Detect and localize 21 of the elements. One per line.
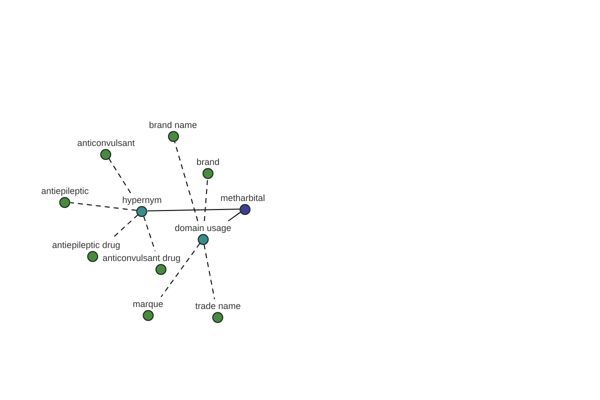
node-label: anticonvulsant drug (102, 252, 181, 264)
node-label: brand (196, 156, 220, 168)
dashed-connector-line (112, 214, 138, 238)
dashed-connector-line (160, 242, 200, 298)
node-label: antiepileptic (41, 186, 89, 196)
node-label: brand name (148, 120, 198, 130)
node-label: metharbital (220, 192, 266, 204)
node-label: anticonvulsant (77, 138, 135, 148)
node-label: antiepileptic drug (52, 240, 120, 250)
connector-line (147, 208, 240, 212)
node-label: trade name (195, 300, 241, 312)
dashed-connector-line (108, 158, 132, 194)
dashed-connector-line (143, 216, 156, 252)
connector-line (228, 212, 242, 222)
dashed-connector-line (204, 178, 208, 222)
node-label: domain usage (174, 222, 232, 234)
dashed-connector-line (174, 140, 198, 222)
node-label: marque (132, 298, 164, 310)
dashed-connector-line (204, 244, 216, 300)
dashed-connector-line (70, 202, 138, 211)
node-label: hypernym (122, 194, 162, 206)
